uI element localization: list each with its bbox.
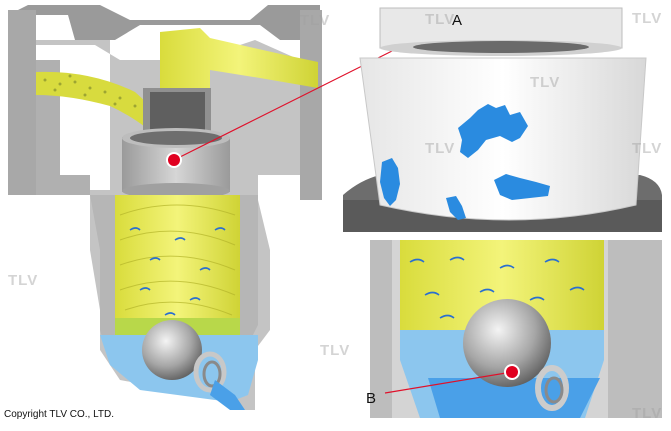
green-speckle-stream xyxy=(43,74,147,116)
watermark-text: TLV xyxy=(530,74,561,91)
watermark-text: TLV xyxy=(8,272,39,289)
watermark-text: TLV xyxy=(632,140,663,157)
blue-streaks-zoom xyxy=(409,256,585,319)
float-ball-left xyxy=(142,320,202,380)
right-bottom-panel xyxy=(370,240,662,418)
swirl-lines xyxy=(119,204,236,316)
copyright-notice: Copyright TLV CO., LTD. xyxy=(4,409,115,420)
watermark-text: TLV xyxy=(632,10,663,27)
valve-seat-spring xyxy=(193,351,227,393)
watermark-text: TLV xyxy=(425,140,456,157)
watermark-text: TLV xyxy=(632,405,663,422)
marker-a-dot xyxy=(168,154,180,166)
leader-line-b xyxy=(384,371,513,394)
float-ball-right xyxy=(463,299,551,387)
blue-streaks xyxy=(129,227,226,316)
watermark-text: TLV xyxy=(320,342,351,359)
left-cutaway-panel xyxy=(8,5,459,410)
water-droplets xyxy=(380,104,550,220)
watermark-text: TLV xyxy=(300,12,331,29)
valve-seat-zoom xyxy=(535,365,569,411)
marker-b-dot xyxy=(506,366,518,378)
callout-label-b: B xyxy=(366,390,377,407)
watermark-text: TLV xyxy=(425,11,456,28)
right-top-panel xyxy=(343,7,662,232)
callout-label-a: A xyxy=(452,12,463,29)
